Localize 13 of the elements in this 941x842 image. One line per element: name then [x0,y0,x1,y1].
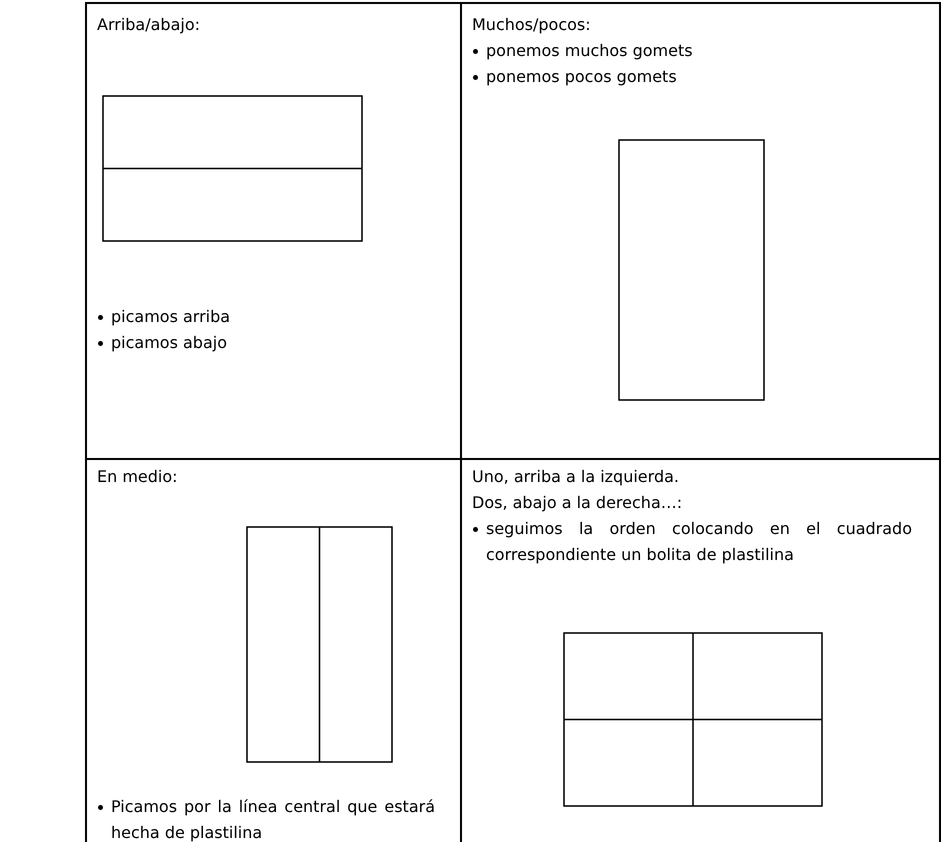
cell-heading: Arriba/abajo: [97,14,202,36]
cell-heading: Dos, abajo a la derecha…: [472,492,684,514]
cell-heading: Muchos/pocos: [472,14,592,36]
cell-heading: En medio: [97,466,179,488]
bullet-item: picamos arriba [111,306,232,328]
arriba-abajo-cell [85,2,462,460]
bullet-item: picamos abajo [111,332,228,354]
bullet-item: seguimos la orden colocando en el cuadrado correspondiente un bolita de plastilina [486,518,912,566]
bullet-item: ponemos muchos gomets [486,40,694,62]
cell-heading: Uno, arriba a la izquierda. [472,466,680,488]
muchos-pocos-cell [460,2,941,460]
bullet-item: Picamos por la línea central que estará hecha de plastilina [111,796,435,842]
bullet-item: ponemos pocos gomets [486,66,678,88]
